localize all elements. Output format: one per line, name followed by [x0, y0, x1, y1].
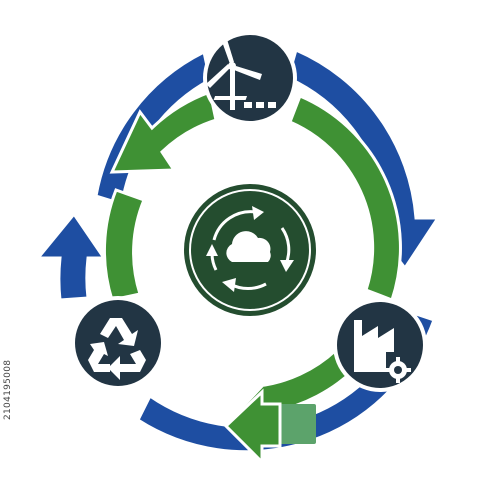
stock-id-text: 2104195008	[3, 359, 13, 420]
inner-arc-left	[102, 188, 146, 302]
wind-turbine-icon	[206, 36, 276, 110]
inner-arrow-top-left	[109, 90, 218, 174]
node-recycle	[71, 296, 165, 390]
center-node	[180, 180, 320, 320]
inner-ring	[102, 90, 402, 466]
factory-gear-icon	[354, 320, 411, 383]
node-factory	[333, 298, 427, 392]
outer-arrow-wind-to-factory	[286, 47, 441, 271]
node-wind	[203, 31, 297, 125]
recycle-icon	[88, 318, 146, 380]
outer-arrow-recycle-to-wind	[34, 211, 107, 302]
cloud-cycle-icon	[206, 206, 294, 292]
inner-arrow-bottom-head	[223, 388, 282, 466]
